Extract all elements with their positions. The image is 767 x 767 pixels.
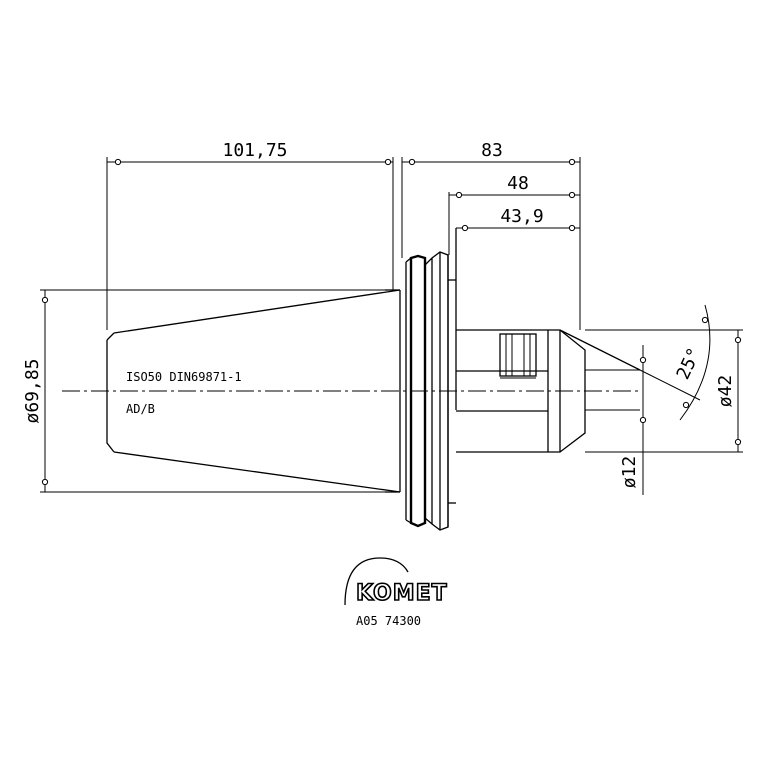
- dim-angle-25: 25°: [639, 304, 711, 421]
- dim-text-angle: 25°: [673, 345, 706, 383]
- dim-dia-42: ø42: [585, 329, 743, 453]
- dim-48: 48: [448, 173, 580, 255]
- dim-dia-12: ø12: [619, 345, 647, 495]
- dim-text-dia-69-85: ø69,85: [22, 358, 43, 423]
- taper-shank: [106, 289, 401, 493]
- dim-text-dia-12: ø12: [619, 456, 640, 489]
- part-number: A05 74300: [356, 614, 421, 628]
- form-label: AD/B: [126, 402, 155, 416]
- dim-dia-69-85: ø69,85: [22, 289, 385, 493]
- dim-text-dia-42: ø42: [715, 375, 736, 408]
- dim-text-43-9: 43,9: [500, 206, 543, 227]
- dim-43-9: 43,9: [456, 206, 580, 232]
- dim-text-101-75: 101,75: [222, 140, 287, 161]
- dim-101-75: 101,75: [106, 140, 394, 330]
- dim-83: 83: [401, 140, 581, 330]
- dim-text-48: 48: [507, 173, 529, 194]
- logo-brand-text: KOMET: [356, 581, 448, 606]
- front-body: [455, 228, 641, 453]
- komet-logo: KOMET: [344, 557, 448, 607]
- dim-text-83: 83: [481, 140, 503, 161]
- standard-label: ISO50 DIN69871-1: [126, 370, 242, 384]
